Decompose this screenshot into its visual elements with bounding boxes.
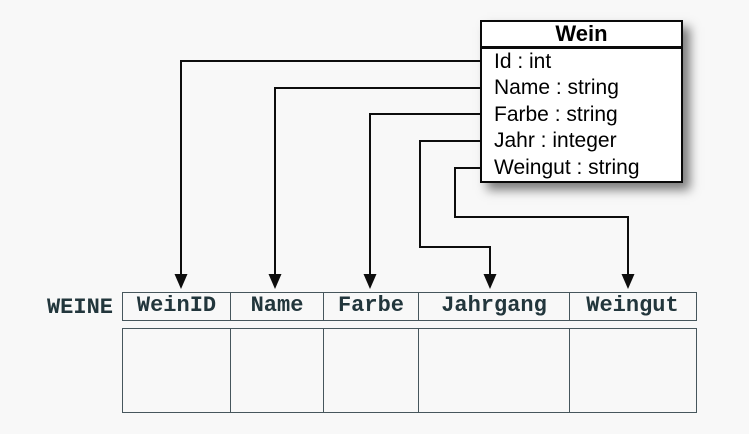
table-header-row: WeinID Name Farbe Jahrgang Weingut <box>122 292 697 321</box>
connector-farbe-to-farbe <box>363 113 480 289</box>
table-name-label: WEINE <box>46 295 113 320</box>
class-attribute-id: Id : int <box>494 50 552 73</box>
class-attribute-farbe: Farbe : string <box>494 102 618 126</box>
column-header-weingut: Weingut <box>569 293 695 320</box>
connector-id-to-weinid <box>174 60 480 289</box>
connector-weingut-to-weingut <box>454 167 635 289</box>
table-empty-cell <box>123 329 230 412</box>
table-empty-cell <box>230 329 323 412</box>
class-attribute-name: Name : string <box>494 76 619 100</box>
table-empty-cell <box>569 329 695 412</box>
column-header-farbe: Farbe <box>323 293 418 320</box>
connector-name-to-name <box>268 87 480 289</box>
table-empty-cell <box>418 329 569 412</box>
class-attribute-jahr: Jahr : integer <box>494 129 617 153</box>
uml-class-wein: Wein Id : int Name : string Farbe : stri… <box>480 20 683 183</box>
class-attribute-list: Id : int Name : string Farbe : string Ja… <box>482 49 681 181</box>
column-header-weinid: WeinID <box>136 293 217 318</box>
table-empty-row <box>122 328 697 413</box>
column-header-jahrgang: Jahrgang <box>418 293 569 320</box>
class-attribute-weingut: Weingut : string <box>494 155 640 179</box>
class-title: Wein <box>482 22 681 49</box>
table-empty-cell <box>323 329 418 412</box>
column-header-name: Name <box>230 293 323 320</box>
connector-jahr-to-jahrgang <box>419 140 497 289</box>
